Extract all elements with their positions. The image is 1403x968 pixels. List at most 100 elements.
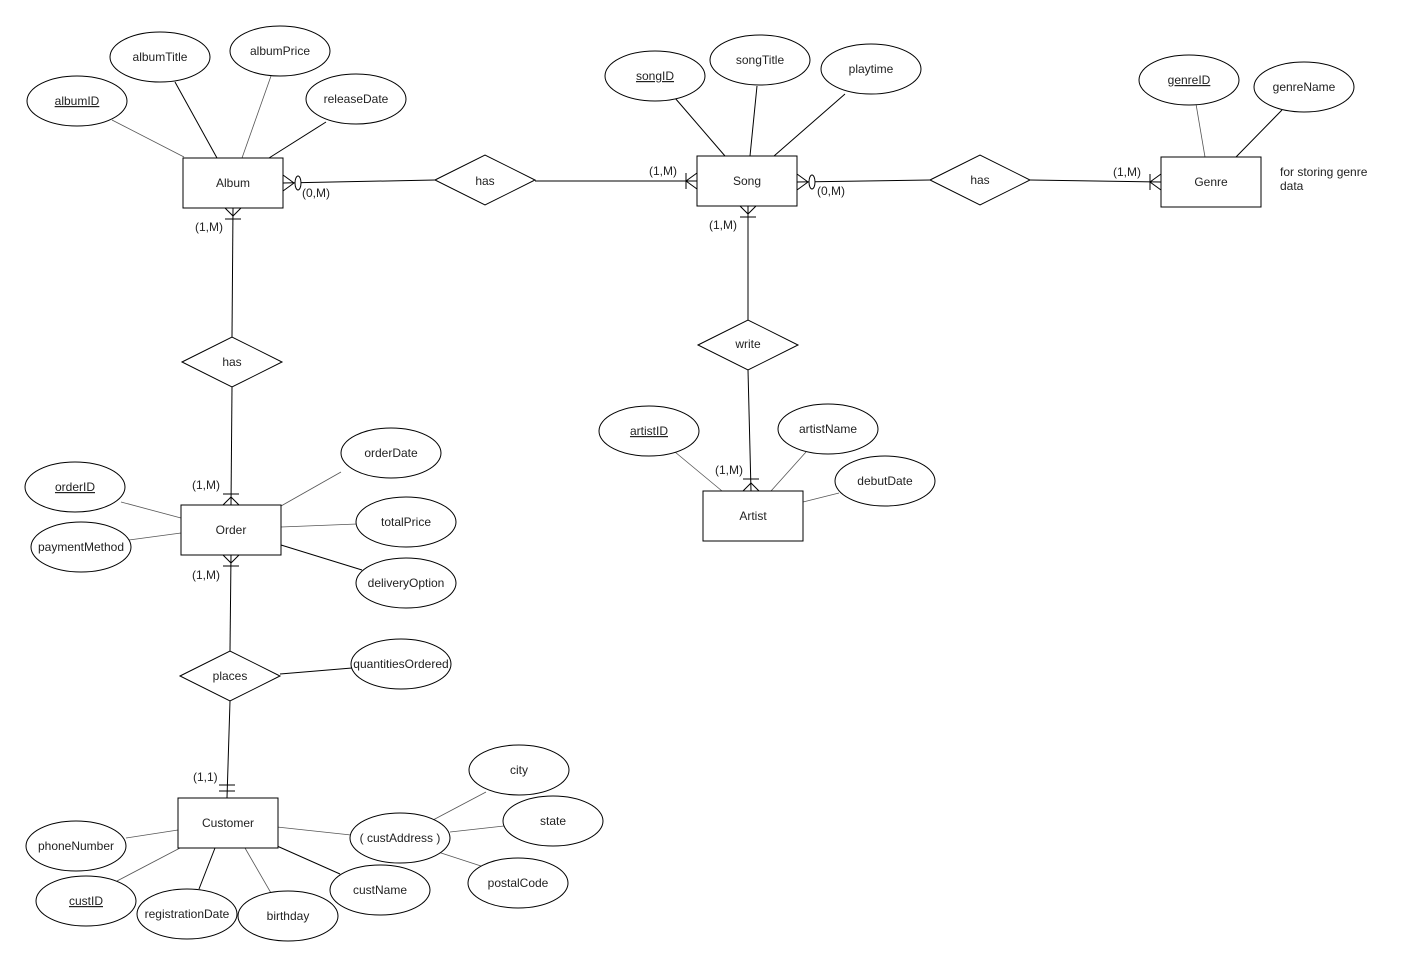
entity-customer-label: Customer xyxy=(202,816,254,830)
attribute-albumid[interactable]: albumID xyxy=(26,75,128,127)
attribute-songid[interactable]: songID xyxy=(604,50,706,102)
relationship-song-artist-write[interactable]: write xyxy=(696,319,800,371)
zero-mark-album-right xyxy=(294,175,302,191)
line-song-playtime xyxy=(773,93,846,157)
entity-song[interactable]: Song xyxy=(696,155,798,207)
cardinality-labels: (0,M) (1,M) (0,M) (1,M) (1,M) (1,M) (1,M… xyxy=(192,164,1141,784)
line-song-songid xyxy=(674,97,726,157)
attribute-deliveryoption[interactable]: deliveryOption xyxy=(355,557,457,609)
line-order-orderdate xyxy=(280,471,342,507)
attribute-albumprice[interactable]: albumPrice xyxy=(229,25,331,77)
attribute-phonenumber[interactable]: phoneNumber xyxy=(25,820,127,872)
attribute-artistname[interactable]: artistName xyxy=(777,403,879,455)
cardinality-album-order: (1,M) xyxy=(195,220,223,234)
attribute-playtime[interactable]: playtime xyxy=(820,43,922,95)
crowsfoot-song-bottom xyxy=(739,205,757,215)
attribute-orderid[interactable]: orderID xyxy=(24,461,126,513)
attribute-totalprice[interactable]: totalPrice xyxy=(355,496,457,548)
relationship-order-customer-label: places xyxy=(213,669,248,683)
attribute-custname-label: custName xyxy=(353,883,407,897)
relationship-album-song-has[interactable]: has xyxy=(433,154,537,206)
line-has-genre xyxy=(1029,179,1162,183)
attribute-quantitiesordered-label: quantitiesOrdered xyxy=(353,657,448,671)
cardinality-order-customer: (1,M) xyxy=(192,568,220,582)
entity-album-label: Album xyxy=(216,176,250,190)
crowsfoot-artist-top xyxy=(742,482,760,492)
entity-album[interactable]: Album xyxy=(182,157,284,209)
attribute-orderdate-label: orderDate xyxy=(364,446,418,460)
line-genre-genrename xyxy=(1235,109,1283,158)
attribute-birthday[interactable]: birthday xyxy=(237,890,339,942)
attribute-state-label: state xyxy=(540,814,566,828)
attribute-releasedate-label: releaseDate xyxy=(324,92,389,106)
entity-customer[interactable]: Customer xyxy=(177,797,279,849)
cardinality-song-artist: (1,M) xyxy=(709,218,737,232)
attribute-state[interactable]: state xyxy=(502,795,604,847)
attribute-orderid-label: orderID xyxy=(55,480,95,494)
line-order-paymentmethod xyxy=(128,532,182,541)
attribute-releasedate[interactable]: releaseDate xyxy=(305,73,407,125)
entity-artist-label: Artist xyxy=(739,509,767,523)
line-customer-custid xyxy=(116,847,181,882)
attribute-genreid[interactable]: genreID xyxy=(1138,54,1240,106)
line-album-albumtitle xyxy=(174,81,218,159)
attribute-quantitiesordered[interactable]: quantitiesOrdered xyxy=(350,638,452,690)
attribute-songtitle[interactable]: songTitle xyxy=(709,34,811,86)
line-customer-custname xyxy=(276,845,341,875)
line-address-state xyxy=(449,825,505,833)
attribute-debutdate[interactable]: debutDate xyxy=(834,455,936,507)
line-order-deliveryoption xyxy=(280,544,363,571)
line-album-albumid xyxy=(111,119,185,158)
line-customer-custaddress xyxy=(276,826,352,836)
attribute-totalprice-label: totalPrice xyxy=(381,515,431,529)
attribute-genrename[interactable]: genreName xyxy=(1253,61,1355,113)
attribute-city[interactable]: city xyxy=(468,744,570,796)
relationship-order-customer-places[interactable]: places xyxy=(178,650,282,702)
line-has2-order xyxy=(230,386,233,506)
attribute-phonenumber-label: phoneNumber xyxy=(38,839,114,853)
attribute-artistid[interactable]: artistID xyxy=(598,405,700,457)
entity-order[interactable]: Order xyxy=(180,504,282,556)
attribute-albumtitle[interactable]: albumTitle xyxy=(109,31,211,83)
genre-note: for storing genre data xyxy=(1280,165,1368,193)
cardinality-markers xyxy=(219,172,1162,792)
entity-song-label: Song xyxy=(733,174,761,188)
line-genre-genreid xyxy=(1195,103,1206,158)
attribute-orderdate[interactable]: orderDate xyxy=(340,427,442,479)
attribute-postalcode[interactable]: postalCode xyxy=(467,857,569,909)
attribute-artistid-label: artistID xyxy=(630,424,668,438)
attribute-postalcode-label: postalCode xyxy=(488,876,549,890)
line-album-releasedate xyxy=(268,121,327,159)
attribute-custname[interactable]: custName xyxy=(329,864,431,916)
line-order-orderid xyxy=(120,501,182,519)
attribute-custaddress[interactable]: ( custAddress ) xyxy=(349,812,451,864)
attribute-playtime-label: playtime xyxy=(849,62,894,76)
attribute-deliveryoption-label: deliveryOption xyxy=(368,576,445,590)
attribute-songid-label: songID xyxy=(636,69,674,83)
line-customer-registrationdate xyxy=(198,847,216,890)
attribute-custid[interactable]: custID xyxy=(35,875,137,927)
line-write-artist xyxy=(747,369,752,492)
attribute-albumprice-label: albumPrice xyxy=(250,44,310,58)
line-customer-phonenumber xyxy=(125,829,179,839)
entity-artist[interactable]: Artist xyxy=(702,490,804,542)
relationship-song-genre-has[interactable]: has xyxy=(928,154,1032,206)
connector-lines xyxy=(111,75,1283,894)
relationship-album-order-has[interactable]: has xyxy=(180,336,284,388)
line-artist-debutdate xyxy=(802,492,840,503)
attribute-paymentmethod[interactable]: paymentMethod xyxy=(30,521,132,573)
attribute-genrename-label: genreName xyxy=(1273,80,1336,94)
line-artist-artistid xyxy=(674,451,723,492)
relationship-album-order-label: has xyxy=(222,355,241,369)
entity-genre[interactable]: Genre xyxy=(1160,156,1262,208)
line-customer-birthday xyxy=(244,847,272,894)
attribute-albumid-label: albumID xyxy=(55,94,100,108)
line-album-has xyxy=(282,179,436,184)
crowsfoot-song-right xyxy=(796,173,809,191)
relationship-album-song-label: has xyxy=(475,174,494,188)
attribute-registrationdate[interactable]: registrationDate xyxy=(136,888,238,940)
cardinality-genre-song: (1,M) xyxy=(1113,165,1141,179)
cardinality-customer-order: (1,1) xyxy=(193,770,218,784)
line-order-places xyxy=(229,554,232,652)
genre-note-line1: for storing genre xyxy=(1280,165,1368,179)
